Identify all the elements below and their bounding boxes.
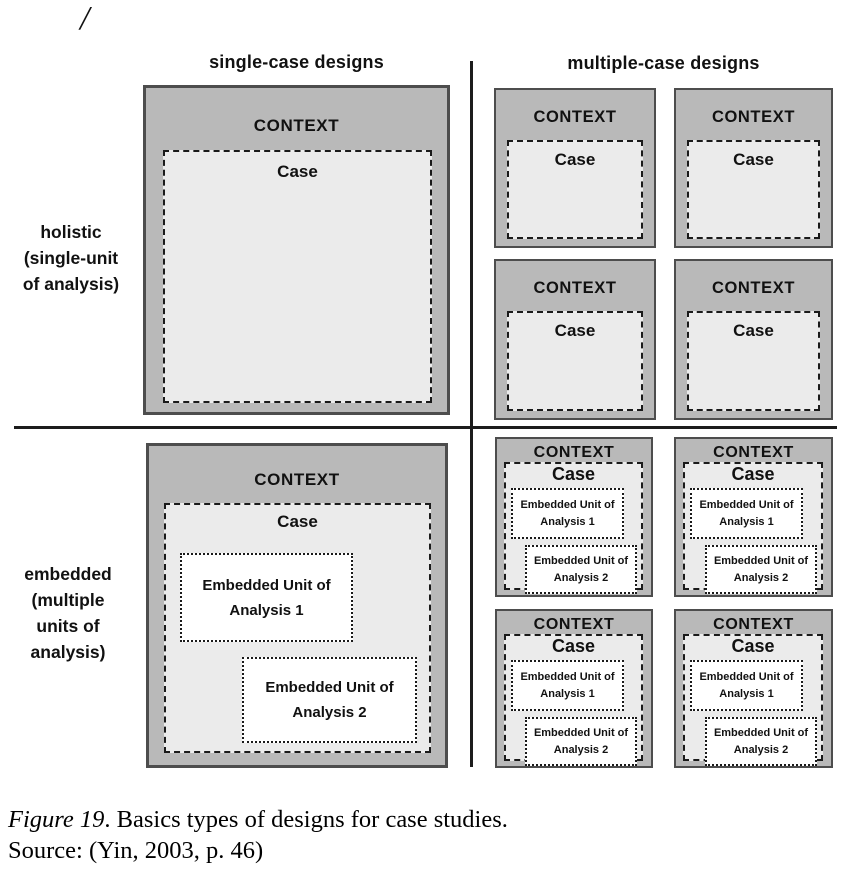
context-box-holistic-multi-3: CONTEXT Case	[494, 259, 656, 420]
embedded-unit-2-box: Embedded Unit of Analysis 2	[705, 717, 817, 766]
embedded-unit-2-box: Embedded Unit of Analysis 2	[705, 545, 817, 594]
row-label-line: of analysis)	[22, 274, 120, 294]
embedded-unit-line: Embedded Unit of	[713, 554, 809, 567]
case-label: Case	[733, 321, 774, 340]
embedded-unit-line: Analysis 1	[540, 687, 595, 700]
figure-caption: Figure 19. Basics types of designs for c…	[8, 804, 508, 866]
embedded-unit-1-box: Embedded Unit of Analysis 1	[511, 488, 624, 539]
case-label: Case	[554, 321, 596, 340]
context-box-embedded-multi-3: CONTEXT Case Embedded Unit of Analysis 1…	[495, 609, 653, 768]
case-label: Case	[551, 464, 596, 484]
caption-source: Source: (Yin, 2003, p. 46)	[8, 837, 264, 864]
embedded-unit-1-box: Embedded Unit of Analysis 1	[690, 660, 803, 711]
context-label: CONTEXT	[533, 279, 617, 297]
embedded-unit-1-box: Embedded Unit of Analysis 1	[180, 553, 353, 642]
vertical-divider-line	[470, 61, 473, 767]
embedded-unit-line: Embedded Unit of	[520, 498, 615, 511]
embedded-unit-line: Analysis 2	[733, 743, 789, 756]
caption-line-1: Figure 19. Basics types of designs for c…	[8, 804, 508, 835]
embedded-unit-line: Embedded Unit of	[520, 670, 615, 683]
embedded-unit-1-box: Embedded Unit of Analysis 1	[511, 660, 624, 711]
context-label: CONTEXT	[711, 108, 796, 126]
embedded-unit-line: Embedded Unit of	[202, 576, 331, 594]
figure-number: Figure 19	[8, 806, 105, 833]
embedded-unit-line: Analysis 1	[719, 687, 774, 700]
embedded-unit-line: Embedded Unit of	[533, 726, 629, 739]
context-label: CONTEXT	[713, 444, 794, 461]
embedded-unit-line: Analysis 1	[719, 515, 774, 528]
context-label: CONTEXT	[533, 444, 615, 461]
embedded-unit-line: Analysis 1	[229, 601, 304, 619]
row-label-line: (single-unit	[23, 248, 119, 268]
embedded-unit-line: Embedded Unit of	[699, 498, 794, 511]
row-label-line: analysis)	[30, 642, 106, 662]
embedded-unit-line: Analysis 2	[733, 571, 789, 584]
case-label: Case	[554, 150, 596, 169]
case-label: Case	[551, 636, 596, 656]
case-box: Case Embedded Unit of Analysis 1 Embedde…	[683, 462, 823, 594]
row-label-line: (multiple	[31, 590, 105, 610]
case-box: Case Embedded Unit of Analysis 1 Embedde…	[164, 503, 431, 753]
case-label: Case	[277, 162, 318, 181]
case-box: Case Embedded Unit of Analysis 1 Embedde…	[504, 634, 643, 766]
figure-title: . Basics types of designs for case studi…	[104, 806, 508, 833]
row-label-line: units of	[36, 616, 100, 636]
case-box: Case	[163, 150, 432, 403]
context-label: CONTEXT	[254, 470, 340, 489]
row-label-embedded: embedded (multiple units of analysis)	[3, 561, 133, 665]
case-label: Case	[731, 464, 775, 484]
slash-mark: /	[80, 0, 90, 37]
horizontal-divider-line	[14, 426, 837, 429]
embedded-unit-line: Analysis 2	[553, 743, 609, 756]
embedded-unit-line: Analysis 2	[292, 704, 367, 721]
case-box: Case	[507, 311, 643, 411]
row-label-line: embedded	[24, 564, 112, 584]
context-box-embedded-single: CONTEXT Case Embedded Unit of Analysis 1…	[146, 443, 448, 768]
context-box-embedded-multi-1: CONTEXT Case Embedded Unit of Analysis 1…	[495, 437, 653, 597]
row-label-holistic: holistic (single-unit of analysis)	[6, 219, 136, 297]
context-label: CONTEXT	[253, 116, 340, 135]
embedded-unit-2-box: Embedded Unit of Analysis 2	[242, 657, 417, 743]
embedded-unit-2-box: Embedded Unit of Analysis 2	[525, 545, 637, 594]
context-label: CONTEXT	[533, 108, 617, 126]
case-label: Case	[731, 636, 775, 656]
context-box-holistic-multi-4: CONTEXT Case	[674, 259, 833, 420]
case-label: Case	[733, 150, 774, 169]
embedded-unit-line: Embedded Unit of	[713, 726, 809, 739]
embedded-unit-line: Analysis 1	[540, 515, 595, 528]
case-box: Case	[507, 140, 643, 239]
embedded-unit-line: Embedded Unit of	[265, 679, 394, 696]
context-box-embedded-multi-2: CONTEXT Case Embedded Unit of Analysis 1…	[674, 437, 833, 597]
embedded-unit-line: Embedded Unit of	[533, 554, 629, 567]
case-label: Case	[277, 512, 318, 531]
context-box-holistic-multi-1: CONTEXT Case	[494, 88, 656, 248]
case-box: Case Embedded Unit of Analysis 1 Embedde…	[683, 634, 823, 766]
embedded-unit-2-box: Embedded Unit of Analysis 2	[525, 717, 637, 766]
context-label: CONTEXT	[533, 616, 615, 633]
context-box-embedded-multi-4: CONTEXT Case Embedded Unit of Analysis 1…	[674, 609, 833, 768]
case-box: Case	[687, 140, 820, 239]
context-label: CONTEXT	[711, 279, 796, 297]
case-box: Case	[687, 311, 820, 411]
context-box-holistic-single: CONTEXT Case	[143, 85, 450, 415]
context-box-holistic-multi-2: CONTEXT Case	[674, 88, 833, 248]
context-label: CONTEXT	[713, 616, 794, 633]
row-label-line: holistic	[40, 222, 102, 242]
embedded-unit-1-box: Embedded Unit of Analysis 1	[690, 488, 803, 539]
embedded-unit-line: Analysis 2	[553, 571, 609, 584]
column-header-multiple-case: multiple-case designs	[567, 53, 760, 73]
embedded-unit-line: Embedded Unit of	[699, 670, 794, 683]
case-box: Case Embedded Unit of Analysis 1 Embedde…	[504, 462, 643, 594]
column-header-single-case: single-case designs	[209, 52, 384, 72]
